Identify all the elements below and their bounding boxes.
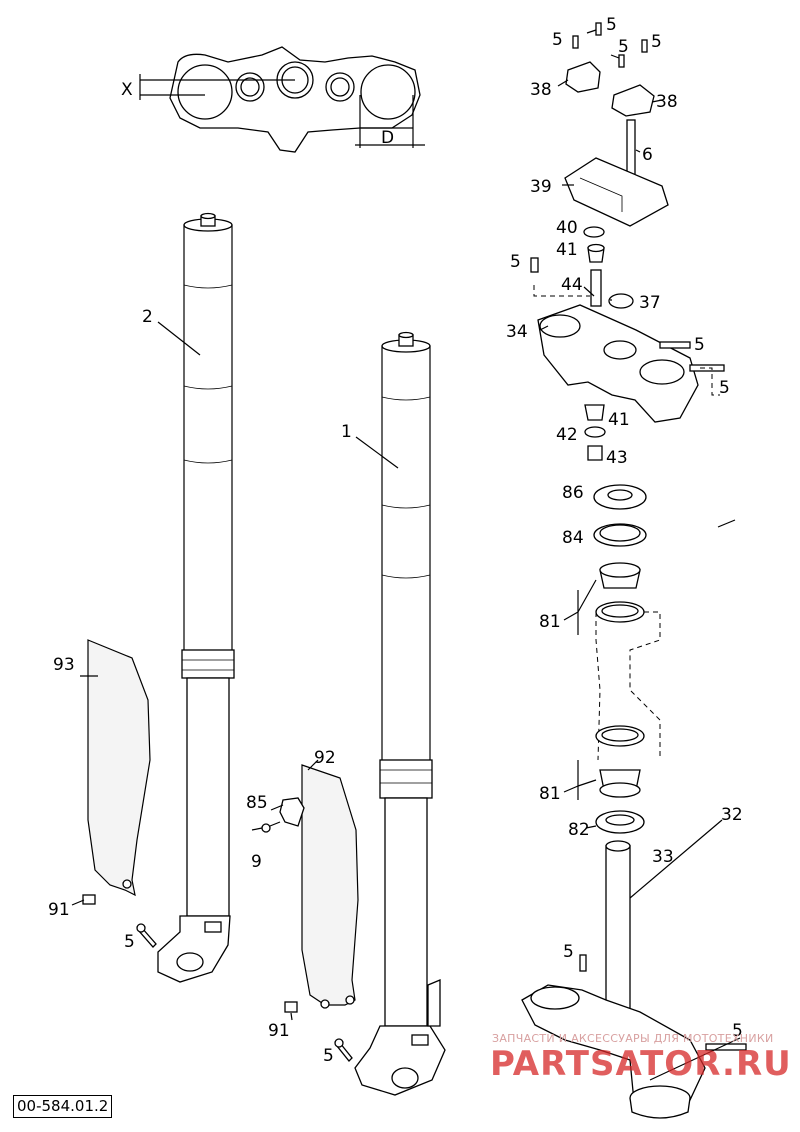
fork-guard-92 xyxy=(301,764,359,1006)
callout-5-clamp1: 5 xyxy=(694,335,705,355)
callout-6: 6 xyxy=(642,145,653,165)
callout-5-fork-left: 5 xyxy=(124,932,135,952)
callout-40: 40 xyxy=(556,218,578,238)
callout-43: 43 xyxy=(606,448,628,468)
dimension-d-label: D xyxy=(381,128,394,148)
bolt-small-parts xyxy=(82,797,353,1062)
callout-5-top4: 5 xyxy=(651,32,662,52)
callout-84: 84 xyxy=(562,528,584,548)
callout-labels: 2 1 93 92 85 9 91 5 91 5 5 5 5 5 38 38 6… xyxy=(48,15,743,1066)
watermark-brand: PARTSATOR.RU xyxy=(490,1044,792,1084)
callout-5-fork-right: 5 xyxy=(323,1046,334,1066)
callout-5-bottom1: 5 xyxy=(563,942,574,962)
callout-1: 1 xyxy=(341,422,352,442)
callout-41-upper: 41 xyxy=(556,240,578,260)
callout-39: 39 xyxy=(530,177,552,197)
fork-leg-2 xyxy=(157,212,235,983)
upper-triple-clamp-34 xyxy=(530,226,725,461)
document-code: 00-584.01.2 xyxy=(13,1095,113,1118)
callout-91-right: 91 xyxy=(268,1021,290,1041)
callout-32: 32 xyxy=(721,805,743,825)
callout-5-clamp2: 5 xyxy=(719,378,730,398)
callout-91-left: 91 xyxy=(48,900,70,920)
callout-44: 44 xyxy=(561,275,583,295)
callout-5-top2: 5 xyxy=(552,30,563,50)
callout-81-lower: 81 xyxy=(539,784,561,804)
triple-clamp-outline xyxy=(139,46,425,153)
callout-81-upper: 81 xyxy=(539,612,561,632)
watermark-caption: ЗАПЧАСТИ И АКСЕССУАРЫ ДЛЯ МОТОТЕХНИКИ xyxy=(492,1032,774,1045)
callout-2: 2 xyxy=(142,307,153,327)
callout-38-right: 38 xyxy=(656,92,678,112)
fork-guard-93 xyxy=(87,639,151,897)
callout-85: 85 xyxy=(246,793,268,813)
callout-5-side: 5 xyxy=(510,252,521,272)
callout-37: 37 xyxy=(639,293,661,313)
callout-33: 33 xyxy=(652,847,674,867)
callout-38-left: 38 xyxy=(530,80,552,100)
callout-86: 86 xyxy=(562,483,584,503)
callout-93: 93 xyxy=(53,655,75,675)
steering-bearings xyxy=(577,484,661,834)
callout-5-top1: 5 xyxy=(606,15,617,35)
callout-92: 92 xyxy=(314,748,336,768)
callout-9: 9 xyxy=(251,852,262,872)
fork-leg-1 xyxy=(354,331,446,1096)
callout-34: 34 xyxy=(506,322,528,342)
callout-5-bottom2: 5 xyxy=(732,1021,743,1041)
callout-82: 82 xyxy=(568,820,590,840)
leader-lines xyxy=(71,29,741,1081)
callout-5-top3: 5 xyxy=(618,37,629,57)
lower-triple-clamp-32 xyxy=(521,840,747,1119)
callout-41-lower: 41 xyxy=(608,410,630,430)
dimension-x-label: X xyxy=(121,80,133,100)
callout-42: 42 xyxy=(556,425,578,445)
handlebar-clamp-parts xyxy=(564,22,669,227)
